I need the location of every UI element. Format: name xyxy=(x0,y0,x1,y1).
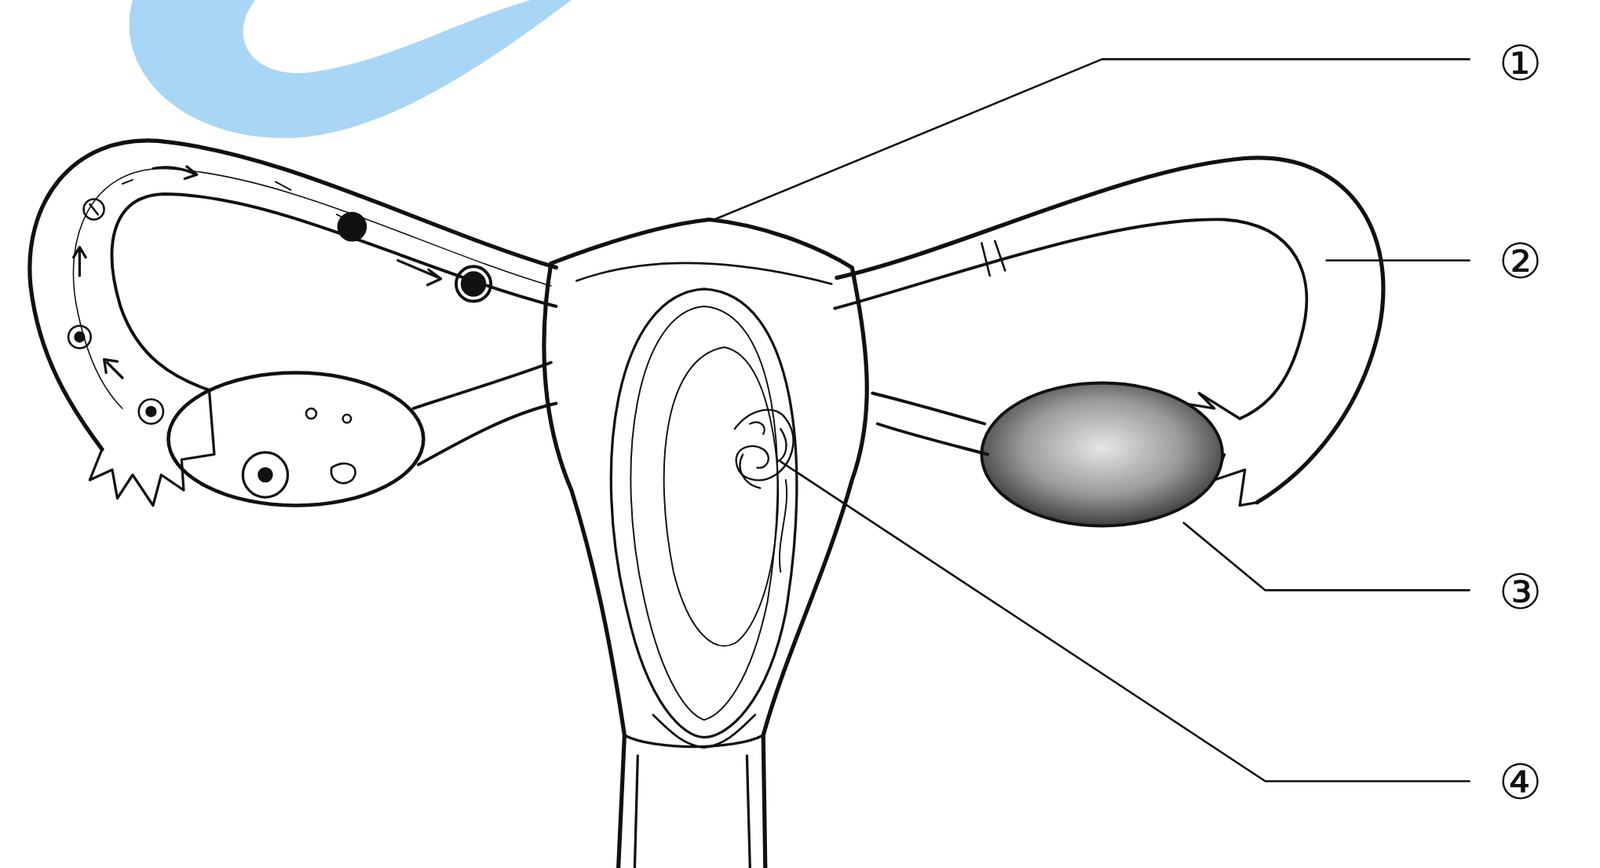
callout-number: ④ xyxy=(1498,757,1543,807)
cavity-inner xyxy=(630,306,778,720)
right-ligament xyxy=(872,393,988,455)
callout-number: ③ xyxy=(1498,567,1543,617)
leader-lines xyxy=(714,58,1470,781)
uterus-outline xyxy=(544,219,867,868)
uterus-wall xyxy=(576,263,832,284)
watermark-shape xyxy=(129,0,572,139)
right-ovary xyxy=(981,383,1223,527)
uterine-cavity xyxy=(610,288,797,738)
left-ovary xyxy=(168,372,424,506)
left-ligament xyxy=(412,362,556,465)
right-oviduct-band xyxy=(981,241,1005,276)
left-fimbriae xyxy=(89,390,215,506)
left-oviduct-inner xyxy=(112,193,557,391)
callout-number: ① xyxy=(1498,39,1543,88)
vagina xyxy=(624,734,764,868)
embryo xyxy=(734,409,794,489)
left-oviduct xyxy=(29,140,556,450)
amnion xyxy=(664,347,779,646)
umbilical xyxy=(779,479,787,572)
callout-number: ② xyxy=(1498,237,1543,286)
